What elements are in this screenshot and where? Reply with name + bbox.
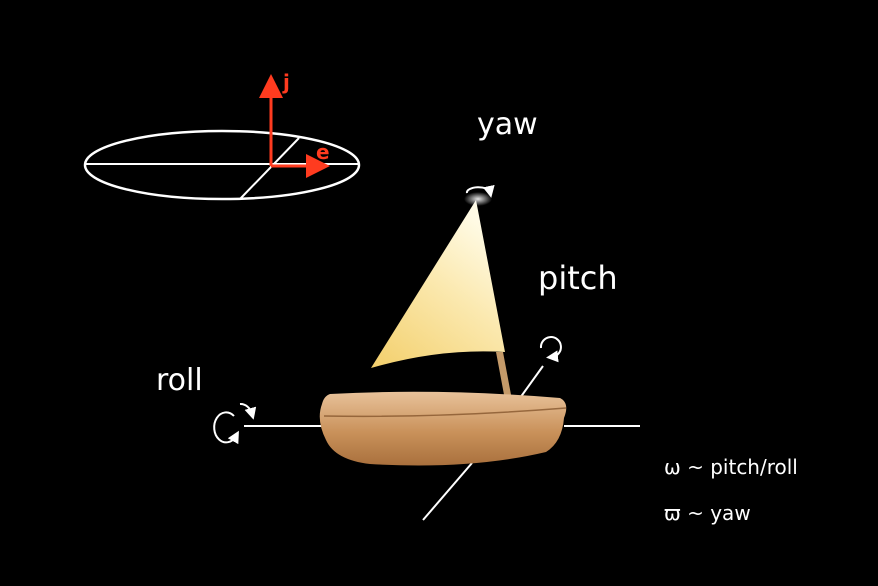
axis-j-label: j bbox=[283, 70, 290, 94]
yaw-rotation-icon bbox=[465, 184, 495, 198]
sail bbox=[371, 200, 505, 368]
roll-rotation-tail bbox=[239, 403, 257, 420]
legend-omega: ω ~ pitch/roll bbox=[664, 455, 798, 479]
axis-e-label: e bbox=[316, 140, 330, 164]
legend-varpi: ϖ ~ yaw bbox=[664, 501, 751, 525]
boat-axes bbox=[244, 365, 640, 521]
reference-ellipse-group bbox=[83, 74, 361, 201]
mast-top-glow bbox=[464, 192, 492, 206]
roll-label: roll bbox=[156, 363, 203, 398]
rotation-indicators bbox=[213, 184, 562, 445]
mast bbox=[496, 352, 512, 400]
pitch-label: pitch bbox=[538, 259, 618, 297]
hull-deck-line bbox=[323, 407, 567, 418]
roll-rotation-icon bbox=[213, 411, 239, 445]
yaw-label: yaw bbox=[477, 107, 538, 142]
pitch-axis-upper bbox=[519, 365, 544, 399]
hull bbox=[319, 391, 567, 466]
ellipse-diagonal-line bbox=[239, 137, 300, 200]
pitch-axis-lower bbox=[422, 462, 473, 521]
sailboat bbox=[319, 192, 567, 466]
pitch-rotation-icon bbox=[539, 336, 562, 363]
reference-ellipse bbox=[83, 129, 361, 201]
